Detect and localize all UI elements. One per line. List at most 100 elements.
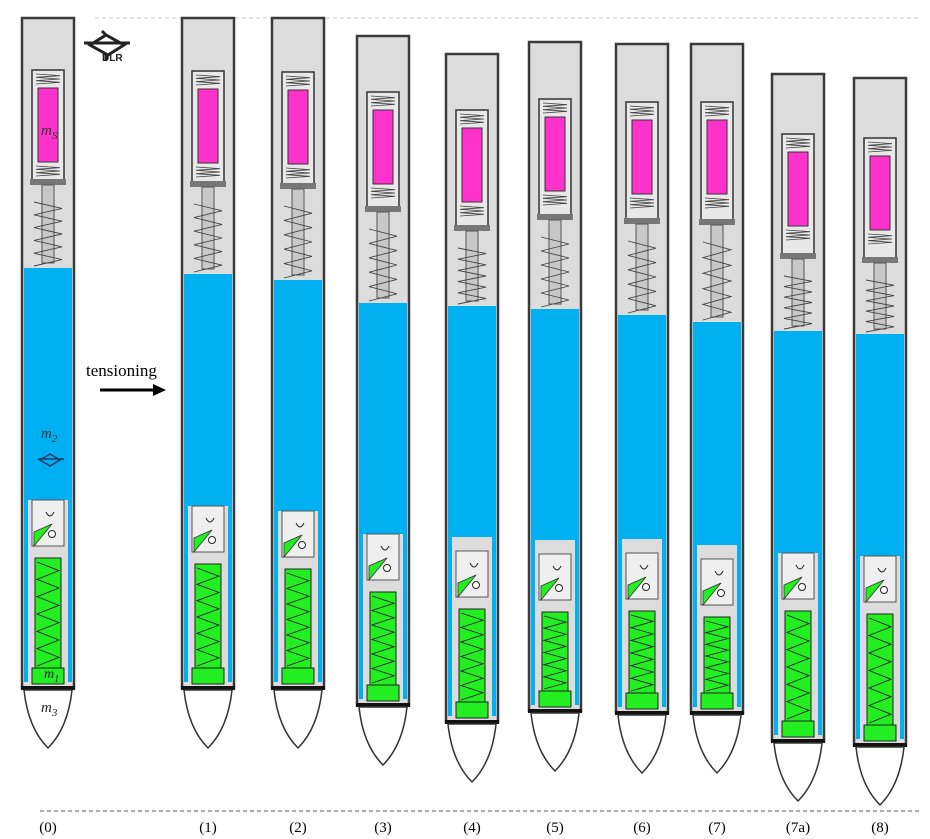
frame-3: (3) (355, 34, 411, 836)
housing-spring-top (35, 73, 61, 85)
nose-cone (183, 689, 233, 750)
green-spring-body (458, 608, 486, 705)
mass-s-block (197, 88, 219, 164)
frame-label: (1) (199, 820, 217, 836)
housing-spring-top (195, 74, 221, 86)
base-plate (21, 686, 75, 690)
green-spring-body (784, 610, 812, 724)
mass-s-block (37, 87, 59, 163)
nose-cone (273, 689, 323, 750)
nose-cone (617, 714, 667, 775)
latch-arrow (205, 517, 215, 523)
rod-spring (701, 241, 733, 321)
frame-label: (2) (289, 820, 307, 836)
housing-spring-top (370, 95, 396, 107)
frame-4: (4) (444, 52, 500, 836)
latch-pivot (208, 536, 216, 544)
nose-cone (447, 723, 497, 784)
latch-pivot (48, 530, 56, 538)
mass-s-block (287, 89, 309, 165)
frame-7: (7) (689, 42, 745, 836)
latch-block (700, 558, 734, 606)
blue-strip-left (774, 553, 778, 735)
housing-plate (190, 181, 226, 187)
housing-spring-bottom (35, 165, 61, 177)
latch-arrow (469, 562, 479, 568)
base-plate (615, 711, 669, 715)
base-plate (356, 703, 410, 707)
blue-segment (274, 280, 322, 511)
blue-segment (184, 274, 232, 506)
frame-0: (0) (20, 16, 76, 836)
blue-segment (448, 306, 496, 537)
frame-9: (8) (852, 76, 908, 836)
latch-pawl (783, 576, 803, 601)
latch-pivot (717, 589, 725, 597)
housing-spring-bottom (370, 187, 396, 199)
dlr-logo-text: DLR (102, 53, 123, 64)
blue-strip-right (575, 540, 579, 705)
blue-segment (24, 268, 72, 500)
latch-pivot (555, 584, 563, 592)
green-spring (542, 615, 568, 690)
latch-pawl (702, 582, 722, 607)
housing-plate (365, 206, 401, 212)
rod-spring (193, 203, 223, 273)
latch-pawl (457, 574, 477, 599)
mass-2-label: m2 (41, 426, 58, 445)
mass-s-label: mS (41, 123, 58, 142)
frame-6: (6) (614, 42, 670, 836)
frame-label: (7) (708, 820, 726, 836)
frame-label: (5) (546, 820, 564, 836)
housing-plate (454, 225, 490, 231)
blue-segment (618, 315, 666, 539)
blue-segment (774, 331, 822, 553)
dlr-logo: DLR (84, 29, 130, 64)
dlr-small-icon (38, 453, 64, 467)
latch-pawl (865, 579, 885, 604)
green-spring-body (194, 563, 222, 671)
blue-segment (856, 334, 904, 556)
mass-1-block (700, 692, 734, 710)
latch-pivot (880, 586, 888, 594)
housing-spring-bottom (785, 229, 811, 241)
green-spring (785, 614, 811, 720)
blue-strip-left (531, 540, 535, 705)
mass-1-block (281, 667, 315, 685)
blue-strip-left (274, 511, 278, 682)
green-spring (704, 620, 730, 692)
blue-strip-right (492, 537, 496, 716)
rod-spring (457, 247, 487, 305)
latch-pivot (298, 541, 306, 549)
frame-8: (7a) (770, 72, 826, 836)
housing-plate (30, 179, 66, 185)
latch-arrow (552, 565, 562, 571)
frame-label: (8) (871, 820, 889, 836)
latch-arrow (877, 567, 887, 573)
mass-s-block (372, 109, 394, 185)
base-plate (853, 743, 907, 747)
housing-spring-bottom (459, 205, 485, 217)
frame-2: (2) (270, 16, 326, 836)
housing-plate (280, 183, 316, 189)
housing-spring-top (867, 141, 893, 153)
nose-cone (358, 706, 408, 767)
housing-plate (780, 253, 816, 259)
tensioning-label: tensioning (86, 361, 157, 380)
housing-spring-bottom (195, 166, 221, 178)
nose-cone (692, 714, 742, 775)
base-plate (528, 709, 582, 713)
frame-1: (1) (180, 16, 236, 836)
frame-label: (3) (374, 820, 392, 836)
frame-5: (5) (527, 40, 583, 836)
mass-1-block (625, 692, 659, 710)
green-spring-body (541, 611, 569, 694)
latch-pawl (193, 529, 213, 554)
housing-plate (624, 218, 660, 224)
rod-spring (283, 205, 313, 279)
blue-strip-right (900, 556, 904, 739)
mass-s-block (706, 119, 728, 195)
blue-strip-right (403, 534, 407, 699)
housing-spring-bottom (629, 197, 655, 209)
latch-arrow (295, 522, 305, 528)
